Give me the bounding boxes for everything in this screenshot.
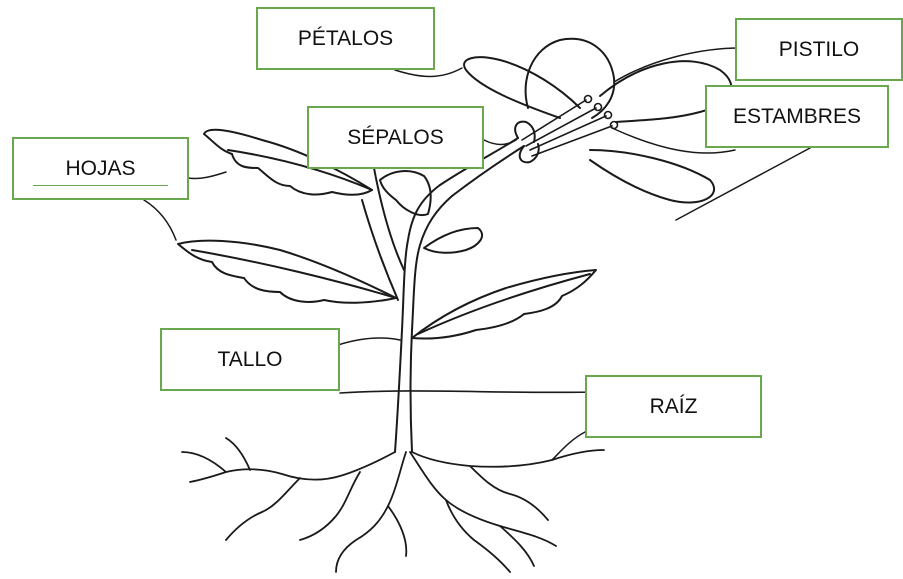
label-sepalos: SÉPALOS [307, 106, 484, 169]
pointer-tallo [338, 338, 400, 345]
pointer-estambres-2 [676, 148, 810, 220]
label-estambres: ESTAMBRES [705, 85, 889, 148]
label-hojas-text: HOJAS [65, 157, 135, 181]
ground-line [340, 391, 600, 393]
label-tallo: TALLO [160, 328, 340, 391]
label-petalos-text: PÉTALOS [298, 27, 393, 51]
label-raiz-text: RAÍZ [650, 395, 698, 419]
leaf-mid-right [424, 228, 482, 253]
hojas-underline [33, 185, 168, 186]
leaf-small-upper [380, 171, 431, 215]
label-hojas: HOJAS [12, 137, 189, 200]
label-pistilo-text: PISTILO [779, 38, 860, 62]
leaf-middle-left [178, 241, 396, 303]
sepals [515, 122, 539, 163]
stamens [522, 96, 618, 157]
label-sepalos-text: SÉPALOS [347, 126, 444, 150]
petal-lower [590, 150, 714, 203]
label-tallo-text: TALLO [218, 348, 283, 372]
pointer-pistilo [614, 48, 740, 82]
label-estambres-text: ESTAMBRES [733, 105, 861, 129]
label-pistilo: PISTILO [735, 18, 903, 81]
label-petalos: PÉTALOS [256, 7, 435, 70]
label-raiz: RAÍZ [585, 375, 762, 438]
flower [464, 39, 731, 203]
pointer-sepalos [484, 140, 516, 145]
roots [182, 438, 604, 572]
